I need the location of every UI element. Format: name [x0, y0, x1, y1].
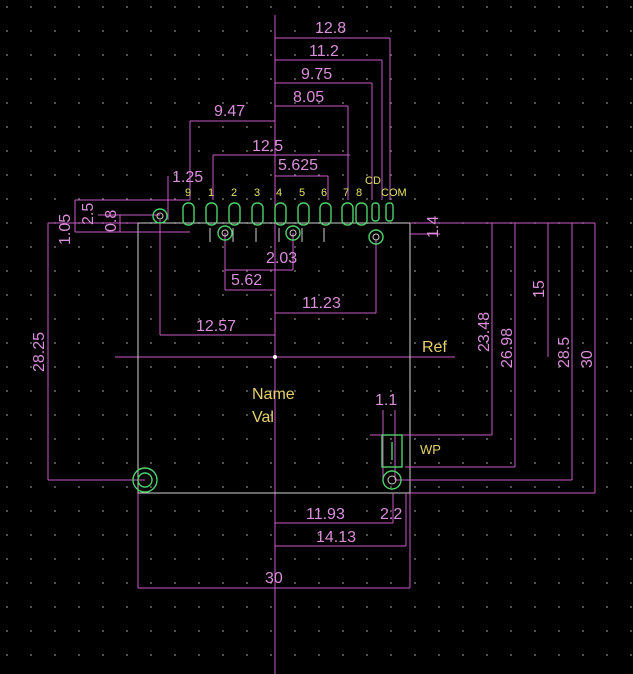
dim-9-75: 9.75 — [301, 66, 332, 83]
pin-label-6: 6 — [321, 187, 327, 199]
dim-5-62: 5.62 — [231, 272, 262, 289]
mid-dimension-lines — [159, 220, 396, 480]
dim-12-57: 12.57 — [196, 318, 236, 335]
dim-30-right: 30 — [579, 350, 596, 368]
card-outline — [137, 222, 440, 494]
dim-15: 15 — [531, 280, 548, 298]
pin-label-cd: CD — [365, 175, 381, 187]
dim-9-47: 9.47 — [214, 103, 245, 120]
name-label: Name — [252, 386, 295, 403]
write-protect-switch — [381, 434, 403, 468]
contact-pins — [182, 202, 394, 226]
dim-30-bottom: 30 — [265, 570, 283, 587]
mounting-holes — [132, 208, 402, 493]
dim-28-5: 28.5 — [556, 337, 573, 368]
dim-1-4: 1.4 — [425, 216, 442, 238]
value-label: Val — [252, 409, 274, 426]
dim-2-5: 2.5 — [80, 203, 97, 225]
pin-label-3: 3 — [254, 187, 260, 199]
dim-8-05: 8.05 — [293, 89, 324, 106]
dim-1-1: 1.1 — [375, 392, 397, 409]
bottom-dimension-lines — [137, 493, 411, 589]
dim-14-13: 14.13 — [316, 529, 356, 546]
pin-label-9: 9 — [185, 187, 191, 199]
origin-point — [273, 355, 277, 359]
left-dimension-lines — [47, 199, 190, 481]
dim-11-93: 11.93 — [306, 506, 345, 523]
pin-label-4: 4 — [276, 187, 282, 199]
dim-28-25: 28.25 — [31, 332, 48, 372]
pin-silkscreen — [209, 228, 325, 242]
dim-11-2: 11.2 — [309, 43, 339, 60]
dim-2-03: 2.03 — [266, 250, 297, 267]
pin-label-7: 7 — [343, 187, 349, 199]
write-protect-label: WP — [420, 442, 441, 457]
pin-label-2: 2 — [231, 187, 237, 199]
dim-23-48: 23.48 — [476, 312, 493, 352]
dim-26-98: 26.98 — [499, 328, 516, 368]
pin-label-8: 8 — [356, 187, 362, 199]
dim-0-8: 0.8 — [103, 210, 120, 232]
dim-1-05: 1.05 — [57, 214, 74, 245]
dim-12-5: 12.5 — [252, 138, 283, 155]
pin-label-1: 1 — [208, 187, 214, 199]
pin-label-5: 5 — [299, 187, 305, 199]
dim-2-2: 2.2 — [380, 506, 402, 523]
dim-5-625: 5.625 — [278, 157, 318, 174]
dim-11-23: 11.23 — [302, 295, 341, 312]
dim-1-25: 1.25 — [172, 169, 203, 186]
pin-label-row: 9 1 2 3 4 5 6 7 8 CD COM — [185, 175, 407, 199]
top-dimension-lines — [167, 37, 391, 220]
ref-label: Ref — [422, 339, 447, 356]
right-dimension-lines — [370, 222, 596, 494]
dim-12-8: 12.8 — [315, 20, 346, 37]
pin-label-com: COM — [381, 187, 407, 199]
